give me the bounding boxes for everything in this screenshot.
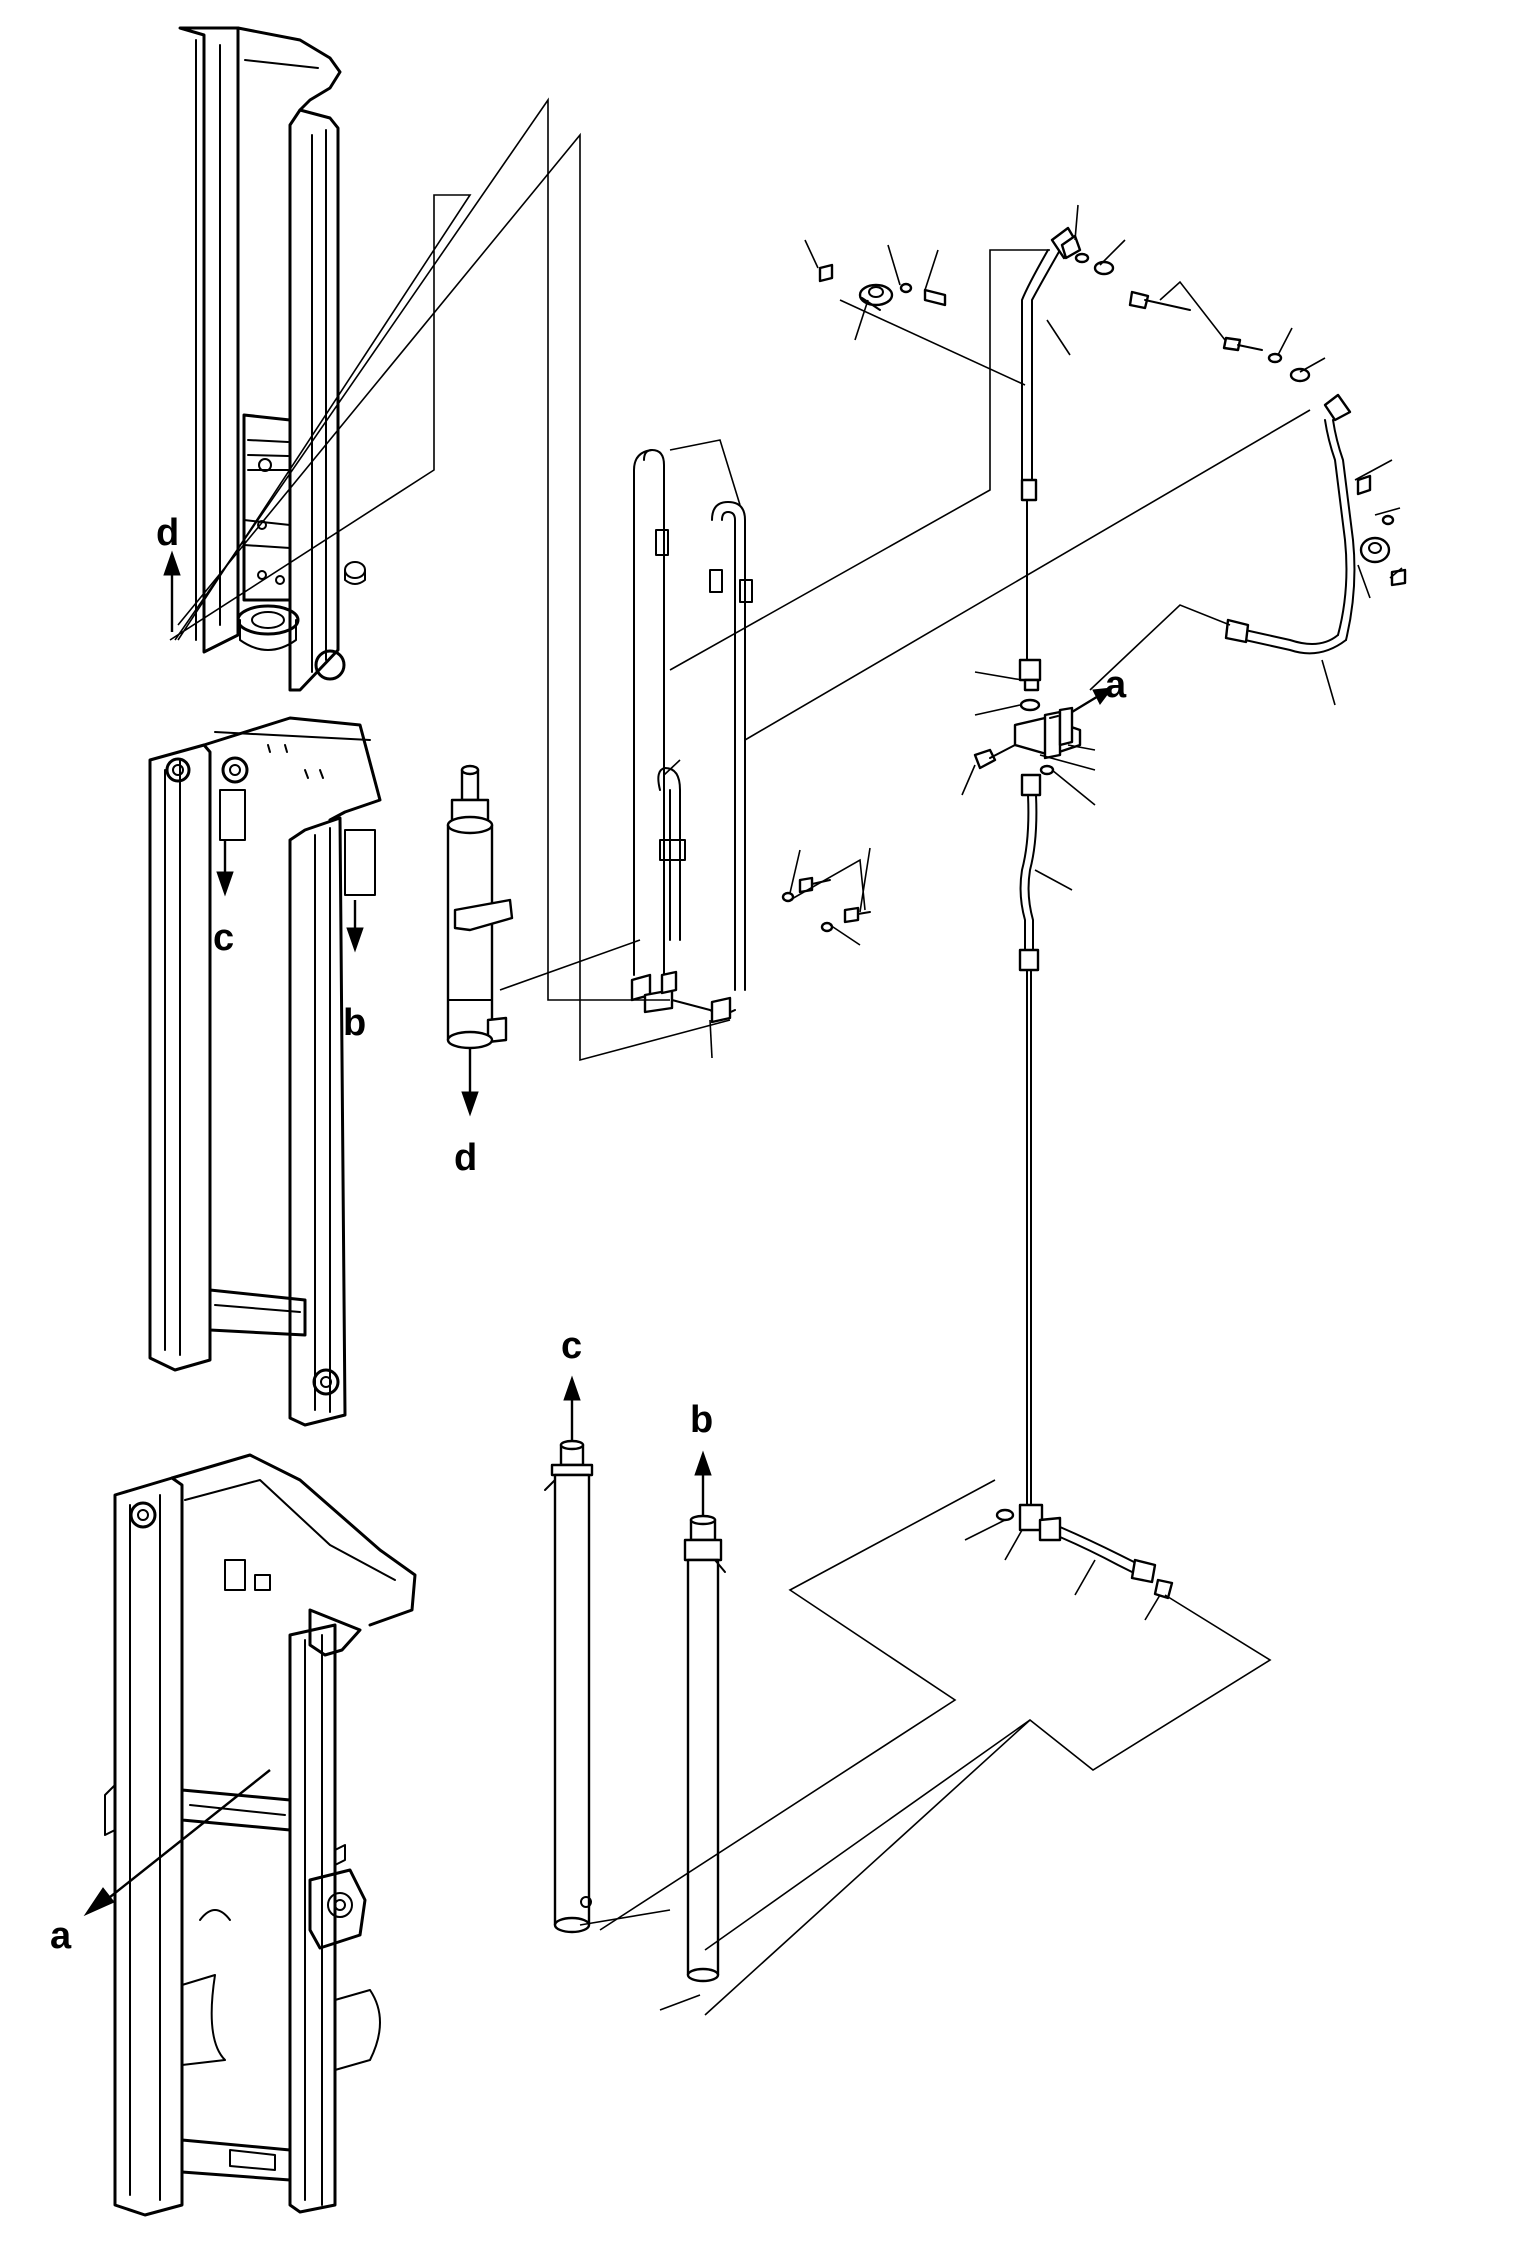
label-b-mid: b bbox=[343, 1002, 366, 1044]
label-d-cylinder: d bbox=[454, 1137, 477, 1179]
callout-leaders bbox=[663, 204, 1403, 1621]
outer-mast-section bbox=[104, 1453, 417, 2217]
label-a-frame: a bbox=[50, 1915, 72, 1957]
label-c-mid: c bbox=[213, 917, 234, 959]
connection-labels: d c b d a c b a bbox=[50, 512, 1127, 1957]
routing-lines bbox=[169, 97, 1311, 2016]
label-d-top: d bbox=[156, 512, 179, 554]
direction-arrows bbox=[83, 550, 1114, 1917]
secondary-cylinder-b bbox=[683, 1514, 726, 1983]
manifold-bolts bbox=[781, 876, 871, 933]
label-b-bottom: b bbox=[690, 1399, 713, 1441]
label-a-valve: a bbox=[1105, 664, 1127, 706]
main-hydraulic-line bbox=[973, 249, 1174, 1600]
middle-mast-section bbox=[148, 716, 382, 1427]
label-c-bottom: c bbox=[561, 1325, 582, 1367]
hose-assemblies bbox=[630, 449, 753, 1024]
inner-mast-section bbox=[178, 26, 366, 692]
free-lift-cylinder bbox=[446, 764, 514, 1050]
secondary-cylinder-c bbox=[544, 1439, 594, 1934]
upper-pipe-brackets bbox=[818, 226, 1407, 655]
